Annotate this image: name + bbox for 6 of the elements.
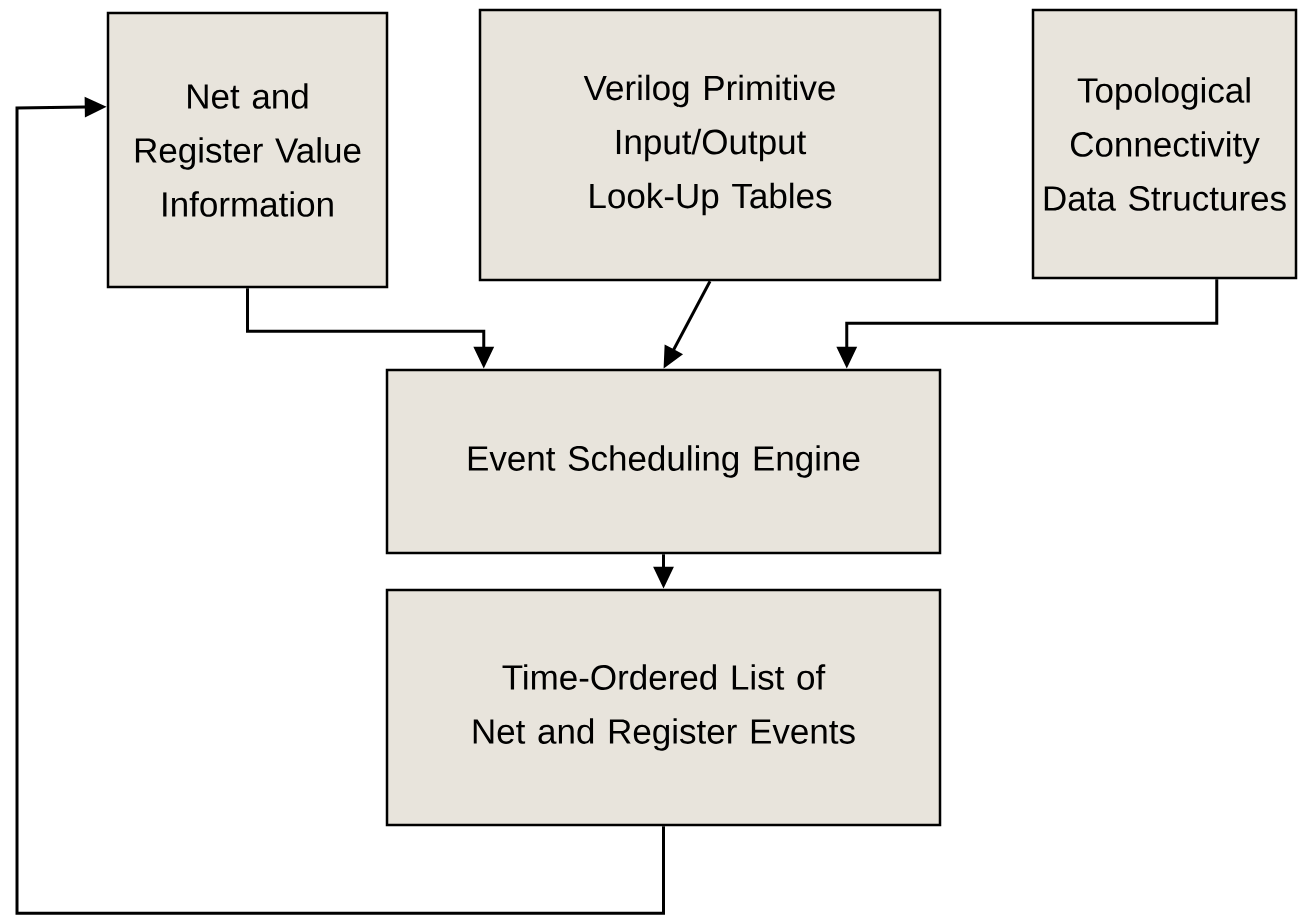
process-box: Topological Connectivity Data Structures xyxy=(1031,8,1298,280)
process-box: Verilog Primitive Input/Output Look-Up Tables xyxy=(478,8,942,282)
process-box: Event Scheduling Engine xyxy=(385,368,942,555)
process-box: Time-Ordered List of Net and Register Events xyxy=(385,588,942,827)
arrow xyxy=(15,96,665,915)
process-box: Net and Register Value Information xyxy=(106,11,389,289)
